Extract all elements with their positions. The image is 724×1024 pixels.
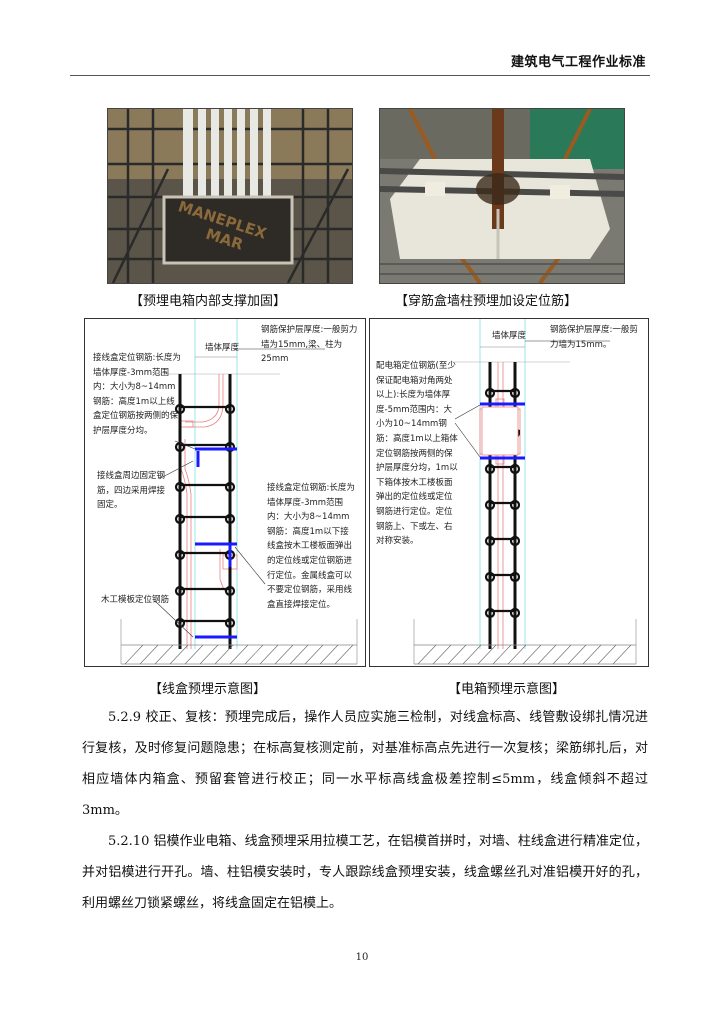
diagram-caption-2: 【电箱预埋示意图】 (448, 682, 566, 697)
photo-caption-1: 【预埋电箱内部支撑加固】 (130, 294, 287, 309)
paragraph-5-2-10: 5.2.10 铝模作业电箱、线盒预埋采用拉模工艺，在铝模首拼时，对墙、柱线盒进行… (82, 834, 648, 911)
photo-electric-box-support: MANEPLEX MAR (107, 108, 353, 284)
document-title: 建筑电气工程作业标准 (510, 55, 646, 70)
label-wall-thickness: 墙体厚度 (492, 331, 527, 341)
label-formwork-bar: 木工模板定位钢筋 (101, 595, 170, 605)
label-perimeter-fix: 接线盒周边固定钢筋，四边采用焊接固定。 (97, 471, 166, 511)
label-positioning-bar-right: 接线盒定位钢筋:长度为墙体厚度-3mm范围内：大小为8~14mm钢筋：高度1m以… (267, 483, 355, 610)
junction-box-schematic (120, 319, 358, 665)
label-positioning-bar-top: 接线盒定位钢筋:长度为墙体厚度-3mm范围内：大小为8~14mm钢筋：高度1m以… (93, 353, 181, 436)
label-cover-thickness: 钢筋保护层厚度:一般剪力墙为15mm,梁、柱为25mm (261, 325, 358, 365)
page-number: 10 (355, 952, 369, 963)
photo-caption-2: 【穿筋盒墙柱预埋加设定位筋】 (395, 294, 578, 309)
diagram-caption-1: 【线盒预埋示意图】 (149, 682, 267, 697)
construction-photo-icon: MANEPLEX MAR (108, 109, 352, 283)
photo-rebar-through-box (379, 108, 625, 284)
construction-photo-icon (380, 109, 624, 283)
junction-box-diagram: 墙体厚度 钢筋保护层厚度:一般剪力墙为15mm,梁、柱为25mm 接线盒定位钢筋… (84, 318, 366, 667)
paragraph-5-2-9: 5.2.9 校正、复核：预埋完成后，操作人员应实施三检制，对线盒标高、线管敷设绑… (82, 710, 648, 818)
distribution-box-schematic (413, 319, 637, 665)
label-cover-thickness: 钢筋保护层厚度:一般剪力墙为15mm。 (550, 325, 638, 350)
header-divider (70, 75, 650, 76)
label-positioning-bar: 配电箱定位钢筋(至少保证配电箱对角两处以上):长度为墙体厚度-5mm范围内：大小… (376, 361, 458, 547)
label-wall-thickness: 墙体厚度 (205, 343, 240, 353)
distribution-box-diagram: 墙体厚度 钢筋保护层厚度:一般剪力墙为15mm。 配电箱定位钢筋(至少保证配电箱… (369, 318, 649, 667)
